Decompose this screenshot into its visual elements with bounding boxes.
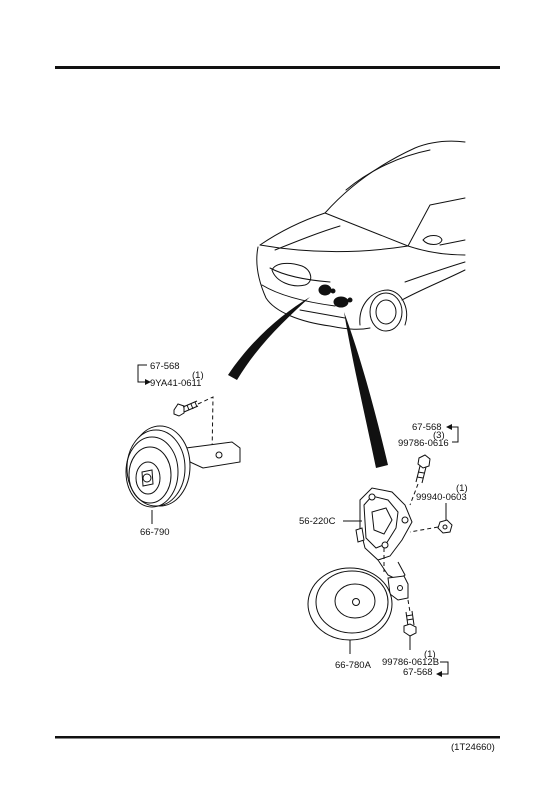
top-rule [55, 66, 500, 69]
nut-part: 99940-0603 [416, 492, 467, 503]
bracket-56-220c-icon [355, 487, 413, 581]
lower-bolt-ref: 67-568 [403, 667, 433, 678]
right-horn-assembly: 67-568 (3) 99786-0616 (1) 99940-0603 [299, 422, 468, 678]
right-bolt-qty: (3) [433, 430, 445, 441]
left-horn-assembly: 67-568 (1) 9YA41-0611 66-790 [125, 361, 241, 538]
left-horn-bracket [185, 441, 241, 469]
bracket-part: 56-220C [299, 516, 336, 527]
left-callout-bracket [137, 364, 147, 383]
right-horn-part: 66-780A [335, 660, 372, 671]
right-callout-bracket [450, 426, 459, 443]
right-lower-bolt-icon [403, 610, 417, 637]
bottom-rule [55, 736, 500, 739]
nut-icon [437, 519, 453, 534]
lower-bolt-dashed [407, 599, 411, 613]
right-bolt-part: 99786-0616 [398, 438, 449, 449]
left-horn-icon [125, 425, 191, 508]
left-bolt-qty: (1) [192, 370, 204, 381]
figure-code: (1T24660) [451, 742, 495, 753]
right-top-dashed [409, 483, 419, 506]
car-illustration [256, 140, 466, 332]
nut-dashed [409, 526, 439, 533]
leader-arrow-right [344, 312, 388, 468]
left-bolt-ref: 67-568 [150, 361, 180, 372]
right-horn-icon [307, 567, 393, 641]
left-bolt-part: 9YA41-0611 [150, 378, 201, 389]
left-dashed-guide [197, 396, 214, 457]
lower-callout-arrowhead [436, 671, 442, 677]
lower-bolt-qty: (1) [424, 649, 436, 660]
lower-bolt-part: 99786-0612B [382, 657, 439, 668]
right-top-bolt-icon [415, 454, 431, 484]
lower-callout-bracket [440, 661, 449, 675]
right-bolt-ref: 67-568 [412, 422, 442, 433]
right-callout-arrowhead [446, 424, 452, 430]
leader-arrow-left [228, 297, 310, 380]
horn-location-markers [318, 284, 353, 308]
left-bolt-icon [173, 400, 199, 417]
left-callout-arrowhead [145, 379, 151, 385]
left-horn-part: 66-790 [140, 527, 170, 538]
nut-qty: (1) [456, 483, 468, 494]
